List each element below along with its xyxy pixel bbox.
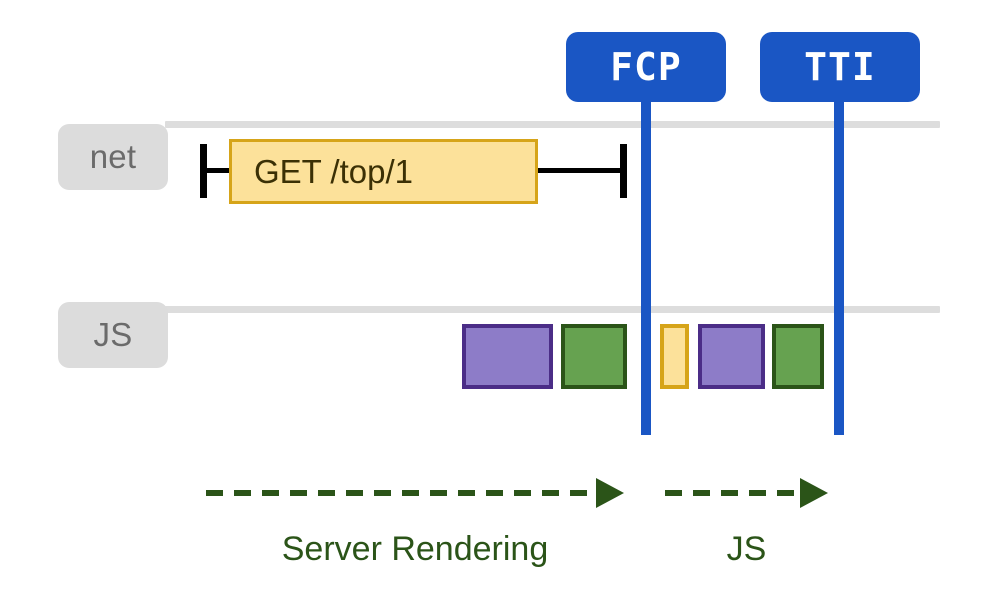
phase-arrow-head-server-rendering bbox=[596, 478, 624, 508]
marker-badge-fcp: FCP bbox=[566, 32, 726, 102]
marker-badge-tti-label: TTI bbox=[804, 45, 876, 89]
network-request-bar: GET /top/1 bbox=[229, 139, 538, 204]
row-label-js: JS bbox=[58, 302, 168, 368]
phase-caption-server-rendering: Server Rendering bbox=[281, 530, 549, 568]
js-task-block-1 bbox=[462, 324, 553, 389]
row-label-net: net bbox=[58, 124, 168, 190]
network-request-label: GET /top/1 bbox=[254, 152, 413, 190]
network-whisker-line-start bbox=[203, 168, 233, 173]
timeline-track-net bbox=[165, 121, 940, 128]
network-whisker-cap-start bbox=[200, 144, 207, 198]
marker-line-tti bbox=[834, 99, 844, 435]
marker-badge-tti: TTI bbox=[760, 32, 920, 102]
phase-arrow-js bbox=[665, 490, 800, 496]
js-task-block-2 bbox=[561, 324, 627, 389]
js-task-block-3 bbox=[660, 324, 689, 389]
phase-arrow-head-js bbox=[800, 478, 828, 508]
marker-badge-fcp-label: FCP bbox=[610, 45, 682, 89]
row-label-js-text: JS bbox=[93, 316, 133, 353]
js-task-block-4 bbox=[698, 324, 765, 389]
timeline-track-js bbox=[165, 306, 940, 313]
js-task-block-5 bbox=[772, 324, 824, 389]
marker-line-fcp bbox=[641, 99, 651, 435]
phase-arrow-server-rendering bbox=[206, 490, 596, 496]
phase-caption-js: JS bbox=[726, 530, 767, 568]
network-whisker-line-end bbox=[534, 168, 624, 173]
network-whisker-cap-end bbox=[620, 144, 627, 198]
row-label-net-text: net bbox=[89, 138, 137, 175]
